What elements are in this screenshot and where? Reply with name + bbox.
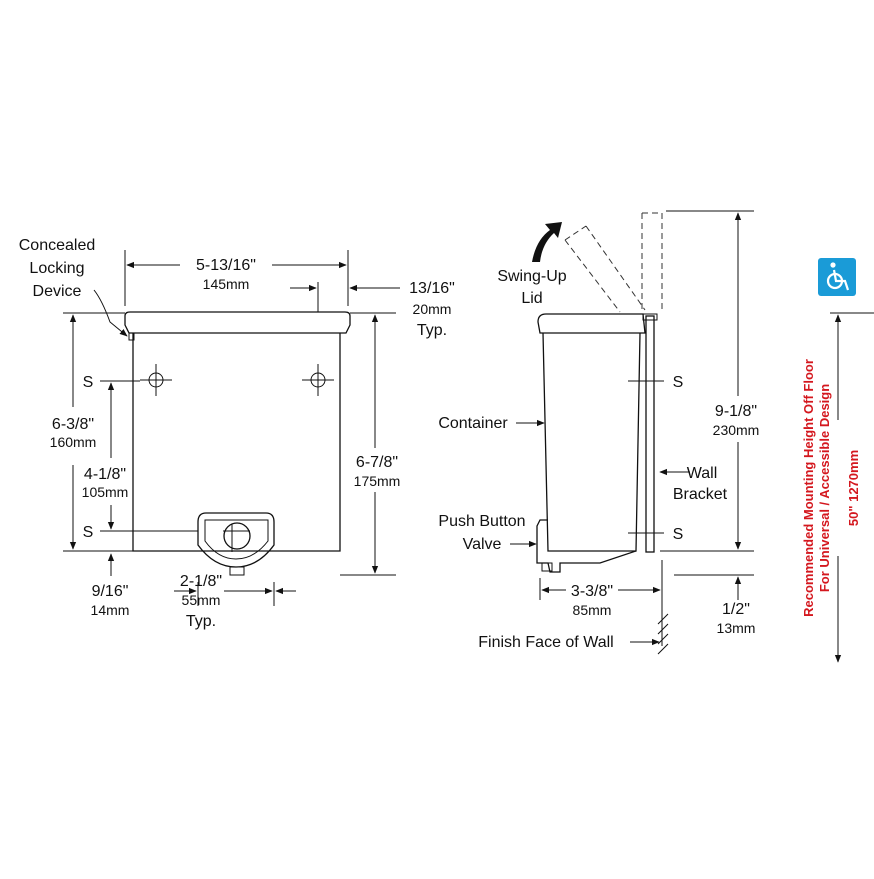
height-outer-mm: 160mm xyxy=(50,434,97,450)
valve-button xyxy=(223,522,251,550)
finish-face-label: Finish Face of Wall xyxy=(478,634,613,651)
lid-offset-mm: 20mm xyxy=(413,301,452,317)
height-total-in: 6-7/8" xyxy=(356,454,398,471)
front-bottom-mm: 14mm xyxy=(91,602,130,618)
push-button-label-2: Valve xyxy=(463,536,502,553)
front-width-mm: 145mm xyxy=(203,276,250,292)
mounting-hole-right xyxy=(302,364,334,396)
side-bottom-mm: 13mm xyxy=(717,620,756,636)
wall-bracket-label-1: Wall xyxy=(687,465,718,482)
locking-device-label-1: Concealed xyxy=(19,237,96,254)
wheelchair-icon xyxy=(818,258,856,296)
mounting-height-value: 50" 1270mm xyxy=(846,450,861,526)
swing-arrow xyxy=(532,222,562,262)
front-lid xyxy=(124,311,351,334)
locking-device-label-3: Device xyxy=(33,283,82,300)
side-height-in: 9-1/8" xyxy=(715,403,757,420)
height-total-mm: 175mm xyxy=(354,473,401,489)
locking-device xyxy=(128,332,135,341)
mounting-height: Recommended Mounting Height Off Floor Fo… xyxy=(801,258,874,663)
wall-bracket xyxy=(645,315,655,553)
front-view: Concealed Locking Device 5-13/16" 145mm … xyxy=(19,237,455,630)
container-label: Container xyxy=(438,415,508,432)
side-view: Swing-Up Lid Container Wall Bracket Push… xyxy=(438,210,760,655)
swing-up-label-1: Swing-Up xyxy=(497,268,566,285)
side-depth-mm: 85mm xyxy=(573,602,612,618)
valve-nozzle xyxy=(229,566,245,576)
push-button-label-1: Push Button xyxy=(438,513,525,530)
side-container xyxy=(542,332,641,552)
locking-device-label-2: Locking xyxy=(29,260,84,277)
front-s-bottom: S xyxy=(83,524,94,541)
lid-offset-typ: Typ. xyxy=(417,322,447,339)
front-valve xyxy=(197,512,275,568)
side-valve xyxy=(536,519,637,573)
mounting-line-1: Recommended Mounting Height Off Floor xyxy=(801,359,816,617)
side-s-bottom: S xyxy=(673,526,684,543)
front-container-body xyxy=(132,333,341,552)
side-height-mm: 230mm xyxy=(713,422,760,438)
front-s-top: S xyxy=(83,374,94,391)
side-s-top: S xyxy=(673,374,684,391)
side-lid xyxy=(537,313,646,334)
valve-width-typ: Typ. xyxy=(186,613,216,630)
swing-up-lid-ghost xyxy=(564,212,663,313)
side-bottom-in: 1/2" xyxy=(722,601,750,618)
front-width-in: 5-13/16" xyxy=(196,257,256,274)
height-inner-mm: 105mm xyxy=(82,484,129,500)
height-inner-in: 4-1/8" xyxy=(84,466,126,483)
mounting-hole-left xyxy=(140,364,172,396)
mounting-line-2: For Universal / Accessible Design xyxy=(817,384,832,592)
valve-width-mm: 55mm xyxy=(182,592,221,608)
height-outer-in: 6-3/8" xyxy=(52,416,94,433)
swing-up-label-2: Lid xyxy=(521,290,542,307)
valve-width-in: 2-1/8" xyxy=(180,573,222,590)
front-bottom-in: 9/16" xyxy=(92,583,129,600)
lid-offset-in: 13/16" xyxy=(409,280,455,297)
side-depth-in: 3-3/8" xyxy=(571,583,613,600)
wall-bracket-label-2: Bracket xyxy=(673,486,728,503)
